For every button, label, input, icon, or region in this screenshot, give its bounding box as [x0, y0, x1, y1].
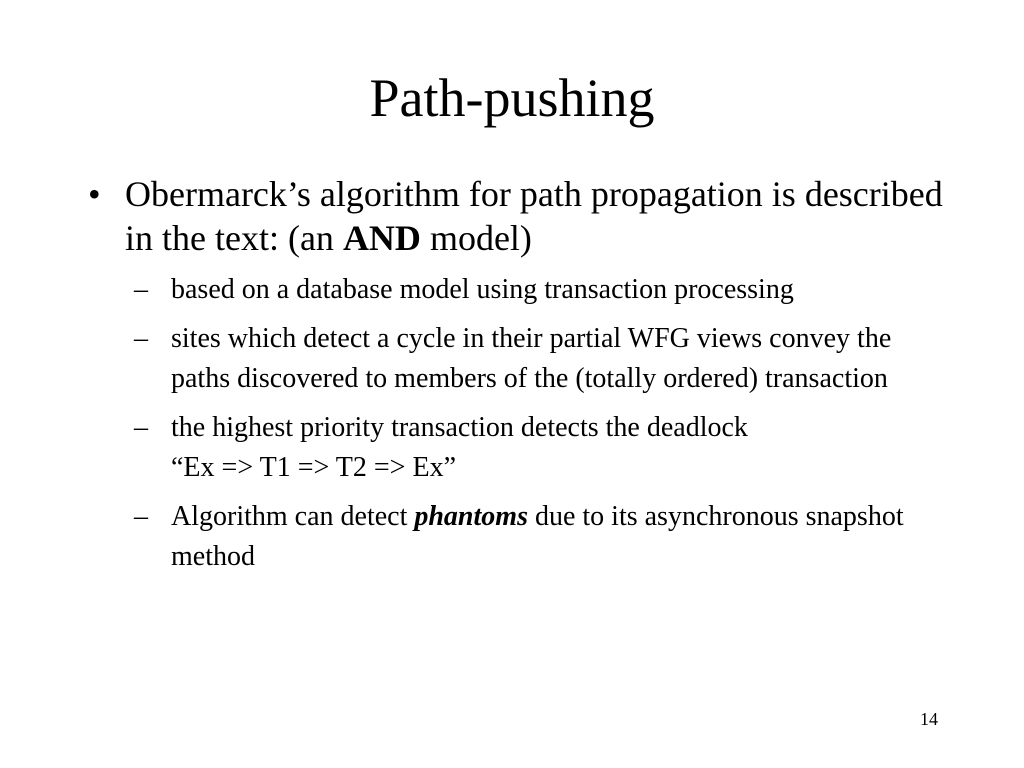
page-number: 14	[920, 709, 938, 729]
sub-bullet-text-line1: the highest priority transaction detects…	[171, 412, 748, 443]
sub-bullet-text-before: Algorithm can detect	[171, 501, 415, 532]
slide-content: • Obermarck’s algorithm for path propaga…	[88, 172, 948, 586]
sub-bullet-emphasis-phantoms: phantoms	[414, 501, 528, 532]
sub-bullet-text-after: due to its asynchronous snapshot method	[171, 501, 904, 572]
bullet-text-before: Obermarck’s algorithm for path propagati…	[125, 174, 943, 258]
dash-marker: –	[134, 274, 148, 305]
sub-bullet-phantoms: – Algorithm can detect phantoms due to i…	[134, 497, 948, 577]
sub-bullet-database-model: – based on a database model using transa…	[134, 270, 948, 310]
bullet-emphasis-and: AND	[342, 218, 421, 258]
dash-marker: –	[134, 412, 148, 443]
bullet-marker: •	[88, 174, 101, 214]
sub-bullet-list: – based on a database model using transa…	[88, 270, 948, 577]
slide-title: Path-pushing	[369, 68, 655, 128]
sub-bullet-text-line2: “Ex => T1 => T2 => Ex”	[171, 452, 457, 483]
sub-bullet-text: sites which detect a cycle in their part…	[171, 323, 892, 394]
sub-bullet-highest-priority: – the highest priority transaction detec…	[134, 408, 948, 488]
dash-marker: –	[134, 323, 148, 354]
sub-bullet-cycle-detection: – sites which detect a cycle in their pa…	[134, 319, 948, 399]
bullet-text-after: model)	[420, 218, 532, 258]
dash-marker: –	[134, 501, 148, 532]
sub-bullet-text: based on a database model using transact…	[171, 274, 794, 305]
main-bullet: • Obermarck’s algorithm for path propaga…	[88, 172, 948, 260]
